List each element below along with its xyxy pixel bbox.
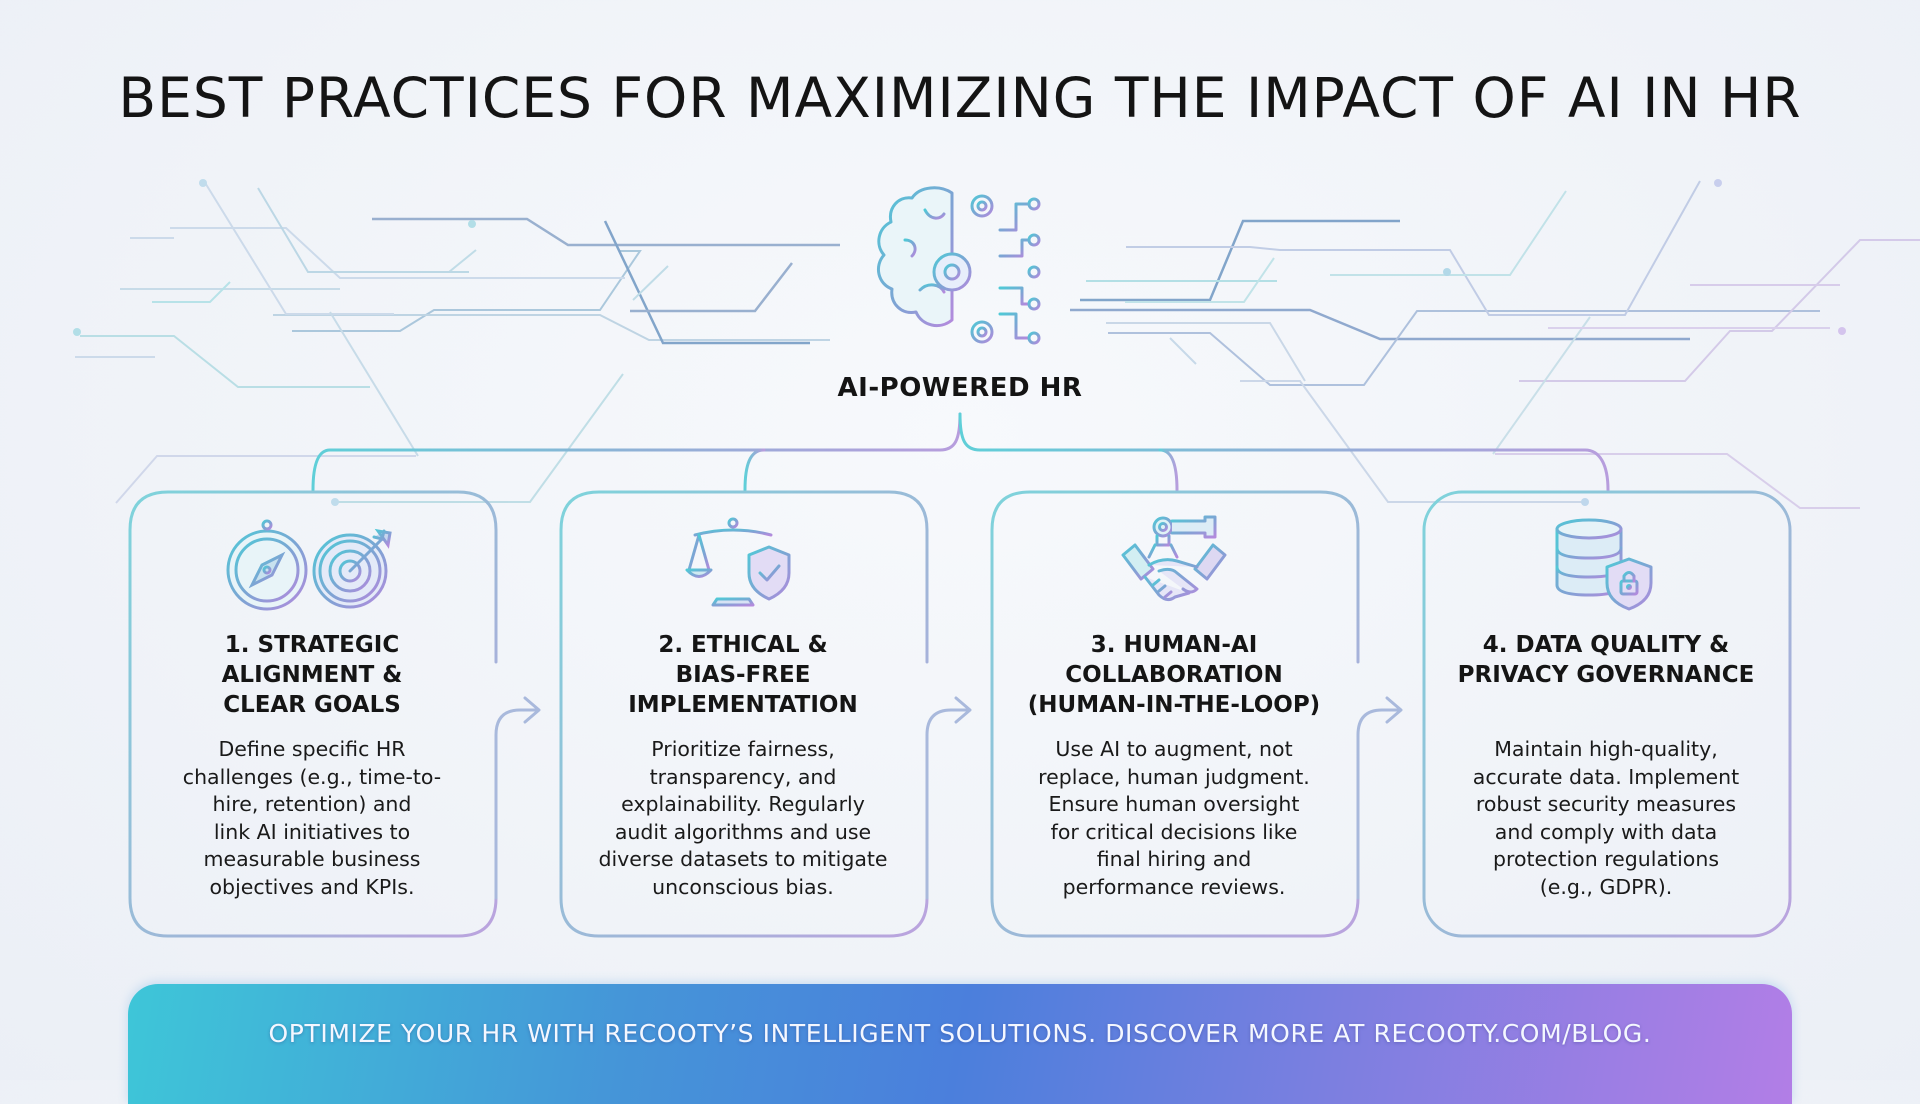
card-body: Define specific HR challenges (e.g., tim… — [182, 737, 442, 899]
card-heading: 1. STRATEGIC ALIGNMENT & CLEAR GOALS — [221, 632, 403, 718]
target-icon — [312, 528, 392, 609]
card-ethical-implementation: 2. ETHICAL & BIAS-FREE IMPLEMENTATION Pr… — [561, 490, 925, 936]
card-data-quality-privacy: 4. DATA QUALITY & PRIVACY GOVERNANCE Mai… — [1424, 490, 1788, 936]
card-2-icons — [561, 515, 925, 615]
card-heading: 3. HUMAN-AI COLLABORATION (HUMAN-IN-THE-… — [1027, 632, 1321, 718]
compass-icon — [226, 519, 308, 611]
brain-gear-circuit-icon — [876, 186, 1041, 345]
hub-label: AI-POWERED HR — [837, 373, 1083, 403]
card-1-icons — [130, 515, 494, 615]
flow-arrows — [494, 696, 1403, 900]
card-heading: 2. ETHICAL & BIAS-FREE IMPLEMENTATION — [628, 632, 858, 718]
card-body: Use AI to augment, not replace, human ju… — [1038, 737, 1310, 899]
card-strategic-alignment: 1. STRATEGIC ALIGNMENT & CLEAR GOALS Def… — [130, 490, 494, 936]
page-title: BEST PRACTICES FOR MAXIMIZING THE IMPACT… — [118, 66, 1802, 130]
robot-arm-handshake-icon — [1121, 515, 1227, 602]
card-body: Maintain high-quality, accurate data. Im… — [1472, 737, 1740, 899]
card-human-ai-collaboration: 3. HUMAN-AI COLLABORATION (HUMAN-IN-THE-… — [992, 490, 1356, 936]
card-borders — [128, 490, 1792, 938]
shield-lock-icon — [1605, 557, 1653, 611]
diagram-lines — [73, 179, 1920, 938]
hub-connectors — [311, 412, 1610, 492]
scales-icon — [685, 517, 773, 607]
right-circuit-lines — [1070, 179, 1920, 509]
left-circuit-lines — [73, 179, 840, 506]
shield-check-icon — [747, 545, 791, 601]
card-4-icons — [1424, 515, 1788, 615]
card-body: Prioritize fairness, transparency, and e… — [598, 737, 888, 899]
card-heading: 4. DATA QUALITY & PRIVACY GOVERNANCE — [1457, 632, 1755, 688]
cta-banner-text[interactable]: OPTIMIZE YOUR HR WITH RECOOTY’S INTELLIG… — [268, 1019, 1652, 1048]
card-3-icons — [992, 515, 1356, 615]
database-icon — [1555, 518, 1623, 597]
